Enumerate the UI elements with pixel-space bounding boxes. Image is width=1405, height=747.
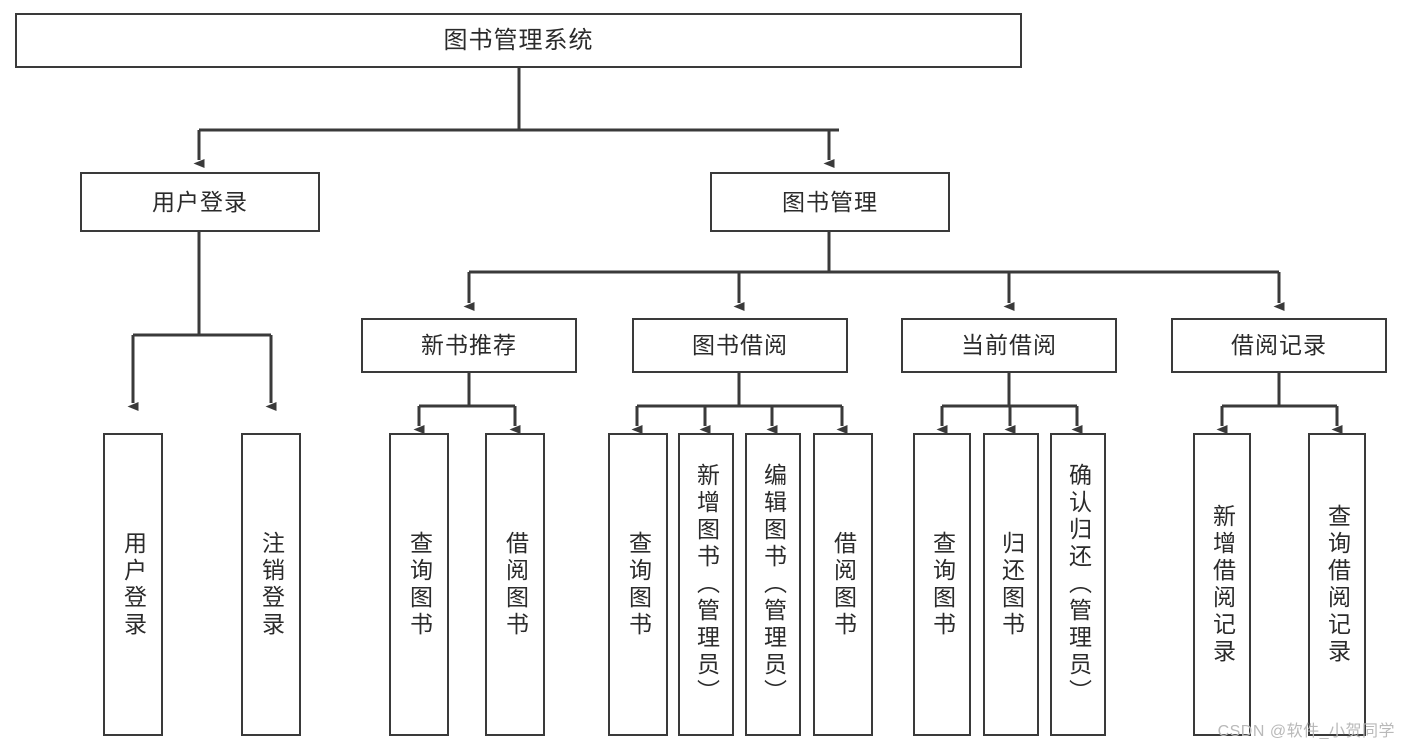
- node-label: 用户登录: [120, 530, 147, 639]
- node-new-book-recommend[interactable]: 新书推荐: [361, 318, 577, 373]
- leaf-new-book-borrow[interactable]: 借阅图书: [485, 433, 545, 736]
- leaf-current-borrow-return[interactable]: 归还图书: [983, 433, 1039, 736]
- node-label: 归还图书: [998, 530, 1025, 639]
- node-label: 图书管理: [782, 188, 878, 215]
- node-user-login[interactable]: 用户登录: [80, 172, 320, 232]
- node-label: 确认归还（管理员）: [1065, 463, 1092, 706]
- leaf-current-borrow-confirm-return[interactable]: 确认归还（管理员）: [1050, 433, 1106, 736]
- leaf-borrow-record-add[interactable]: 新增借阅记录: [1193, 433, 1251, 736]
- leaf-user-login-logout[interactable]: 注销登录: [241, 433, 301, 736]
- node-book-management[interactable]: 图书管理: [710, 172, 950, 232]
- node-label: 新增图书（管理员）: [693, 463, 720, 706]
- leaf-borrow-record-query[interactable]: 查询借阅记录: [1308, 433, 1366, 736]
- node-label: 用户登录: [152, 188, 248, 215]
- node-label: 借阅记录: [1231, 332, 1327, 359]
- node-label: 查询图书: [406, 530, 433, 639]
- leaf-current-borrow-query[interactable]: 查询图书: [913, 433, 971, 736]
- leaf-book-borrow-add[interactable]: 新增图书（管理员）: [678, 433, 734, 736]
- node-label: 注销登录: [258, 530, 285, 639]
- node-label: 查询图书: [929, 530, 956, 639]
- node-label: 编辑图书（管理员）: [760, 463, 787, 706]
- node-label: 查询图书: [625, 530, 652, 639]
- node-root-book-management-system[interactable]: 图书管理系统: [15, 13, 1022, 68]
- leaf-user-login-login[interactable]: 用户登录: [103, 433, 163, 736]
- leaf-new-book-query[interactable]: 查询图书: [389, 433, 449, 736]
- node-label: 借阅图书: [830, 530, 857, 639]
- leaf-book-borrow-edit[interactable]: 编辑图书（管理员）: [745, 433, 801, 736]
- node-borrow-record[interactable]: 借阅记录: [1171, 318, 1387, 373]
- node-book-borrow[interactable]: 图书借阅: [632, 318, 848, 373]
- leaf-book-borrow-borrow[interactable]: 借阅图书: [813, 433, 873, 736]
- node-label: 新书推荐: [421, 332, 517, 359]
- node-label: 图书管理系统: [443, 26, 594, 54]
- node-label: 借阅图书: [502, 530, 529, 639]
- node-label: 图书借阅: [692, 332, 788, 359]
- node-label: 新增借阅记录: [1209, 503, 1236, 666]
- node-current-borrow[interactable]: 当前借阅: [901, 318, 1117, 373]
- node-label: 查询借阅记录: [1324, 503, 1351, 666]
- leaf-book-borrow-query[interactable]: 查询图书: [608, 433, 668, 736]
- node-label: 当前借阅: [961, 332, 1057, 359]
